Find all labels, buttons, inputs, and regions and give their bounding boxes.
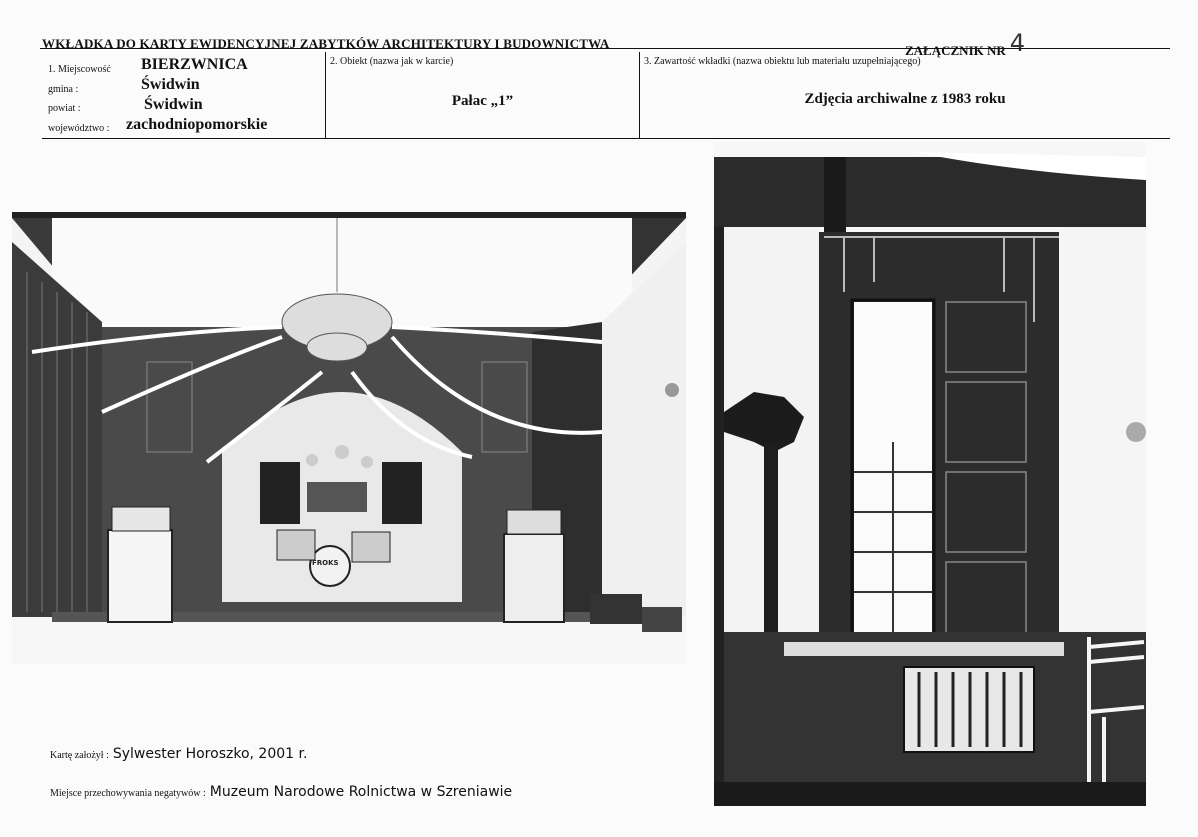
photo-hall-stage-image bbox=[12, 212, 686, 664]
card-author-line: Kartę założył : Sylwester Horoszko, 2001… bbox=[50, 745, 307, 763]
gmina-value: Świdwin bbox=[141, 76, 200, 93]
town-value: BIERZWNICA bbox=[141, 56, 248, 73]
photo-interior-window-image bbox=[714, 142, 1146, 806]
contents-section-label: 3. Zawartość wkładki (nazwa obiektu lub … bbox=[644, 56, 921, 67]
powiat-label: powiat : bbox=[48, 103, 81, 114]
card-author-value: Sylwester Horoszko, 2001 r. bbox=[112, 746, 308, 762]
wojewodztwo-label: województwo : bbox=[48, 123, 110, 134]
negatives-storage-value: Muzeum Narodowe Rolnictwa w Szreniawie bbox=[209, 784, 513, 800]
document-title: WKŁADKA DO KARTY EWIDENCYJNEJ ZABYTKÓW A… bbox=[42, 36, 610, 51]
location-section-label: 1. Miejscowość bbox=[48, 64, 111, 75]
negatives-storage-line: Miejsce przechowywania negatywów : Muzeu… bbox=[50, 783, 512, 801]
annex-label-text: ZAŁĄCZNIK NR bbox=[905, 43, 1006, 58]
object-section-label: 2. Obiekt (nazwa jak w karcie) bbox=[330, 56, 454, 67]
header-top-rule bbox=[40, 48, 1170, 49]
object-name: Pałac „1” bbox=[451, 93, 514, 109]
contents-description: Zdjęcia archiwalne z 1983 roku bbox=[804, 91, 1006, 107]
negatives-storage-label: Miejsce przechowywania negatywów : bbox=[50, 788, 206, 799]
wojewodztwo-value: zachodniopomorskie bbox=[126, 116, 268, 133]
photo-hall-stage: FROKS bbox=[12, 212, 686, 664]
column-divider-1 bbox=[325, 52, 326, 138]
powiat-value: Świdwin bbox=[144, 96, 203, 113]
drum-label: FROKS bbox=[312, 559, 339, 567]
header-bottom-rule bbox=[42, 138, 1170, 139]
gmina-label: gmina : bbox=[48, 84, 79, 95]
column-divider-2 bbox=[639, 52, 640, 138]
annex-number: 4 bbox=[1009, 29, 1026, 57]
photo-interior-window bbox=[714, 142, 1146, 806]
card-author-label: Kartę założył : bbox=[50, 750, 109, 761]
